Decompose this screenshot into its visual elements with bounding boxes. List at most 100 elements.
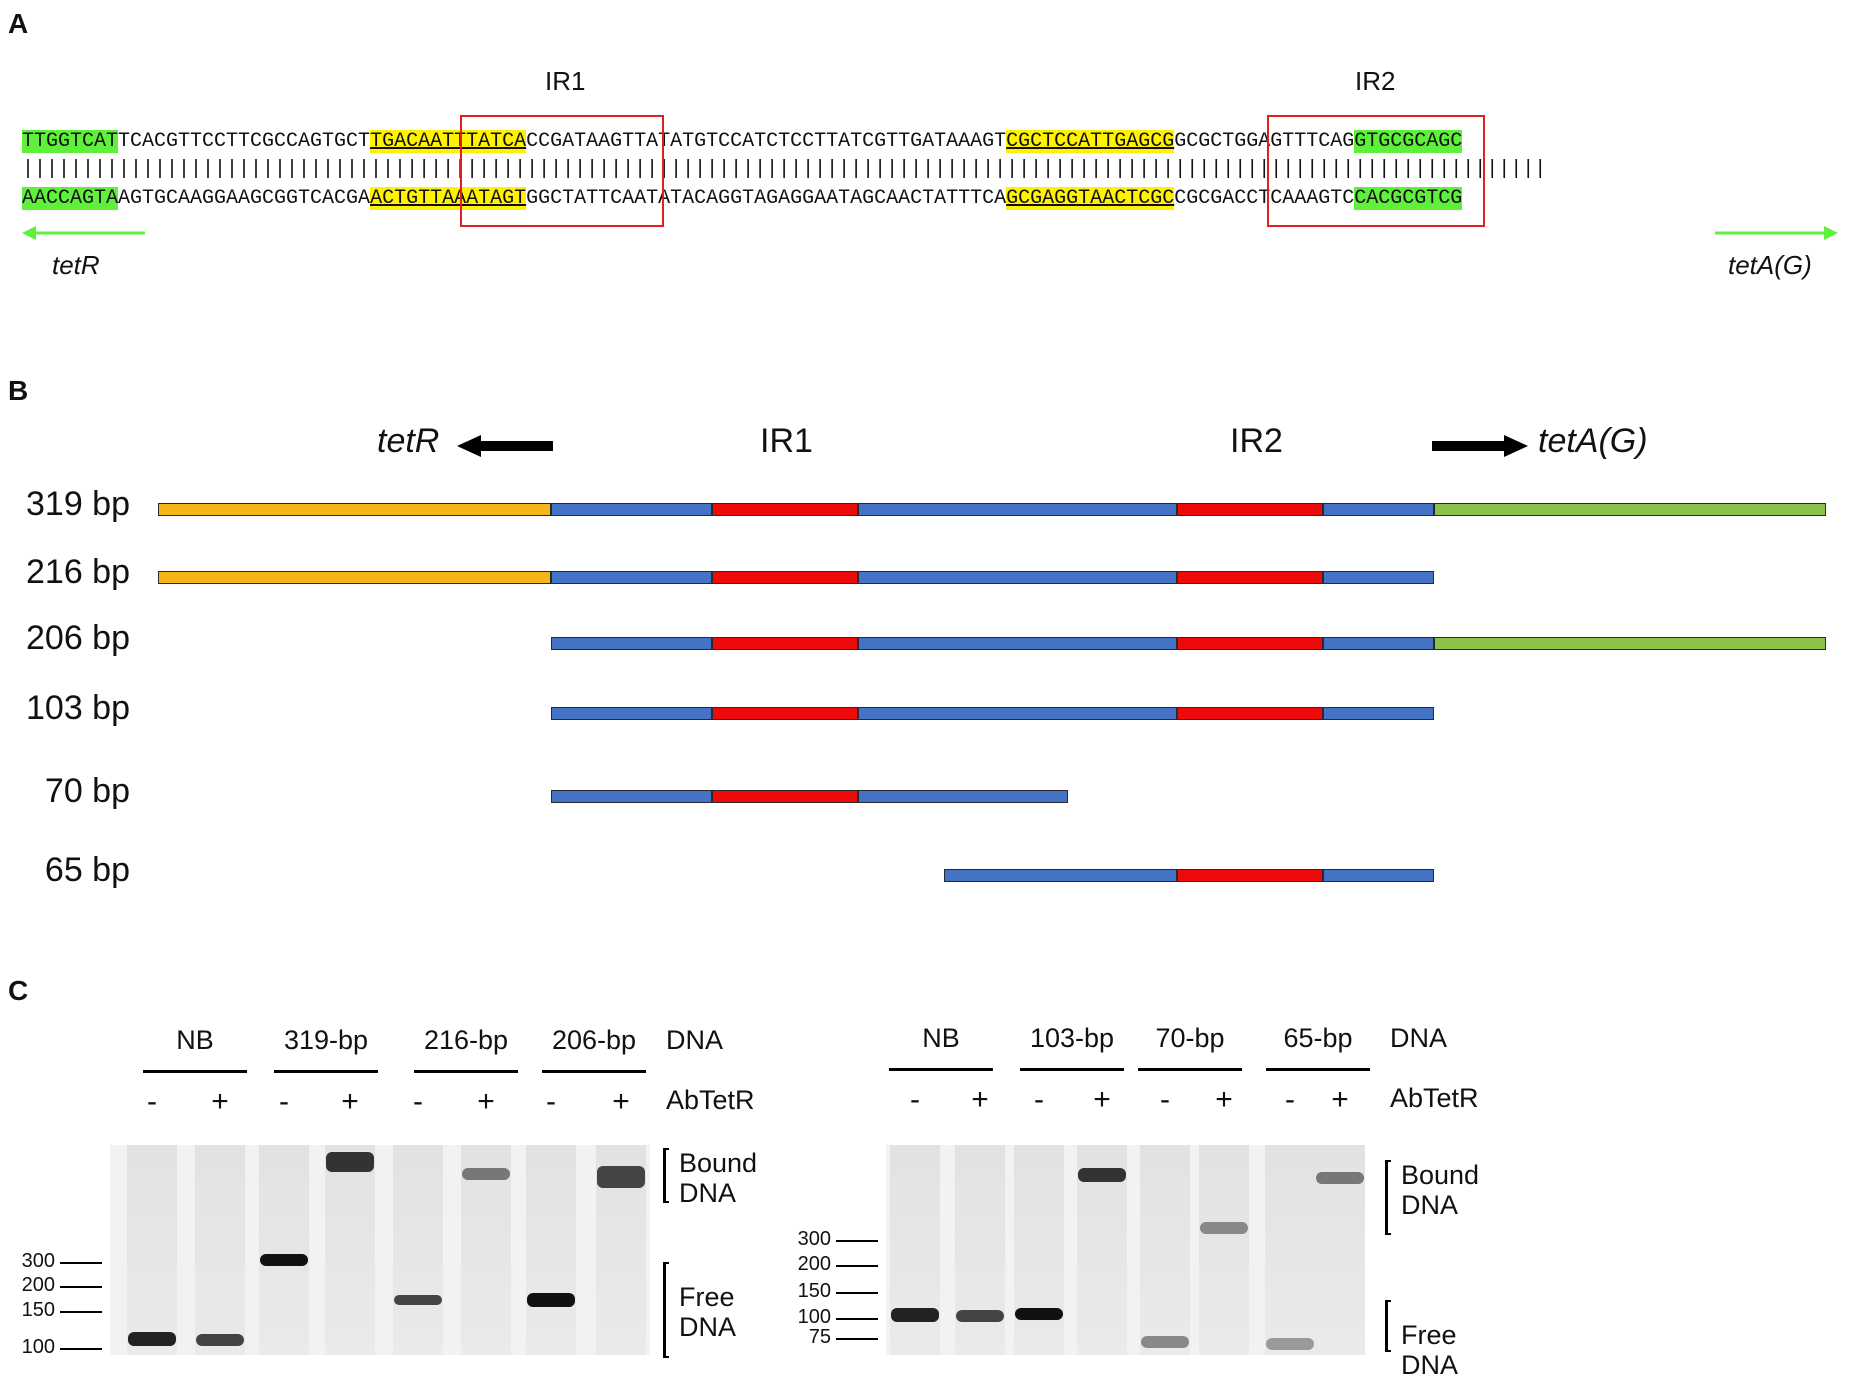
gel-band xyxy=(1141,1336,1189,1348)
gel-lane xyxy=(127,1145,177,1355)
strand-segment: CGCTCCATTGAGCG xyxy=(1006,130,1175,153)
gel-lane xyxy=(1140,1145,1190,1355)
strand-segment: AACCAGTA xyxy=(22,187,119,210)
lane-group-label: 70-bp xyxy=(1155,1023,1225,1053)
bound-dna-label: DNA xyxy=(679,1178,737,1208)
sign-plus: + xyxy=(477,1085,495,1118)
gel-band xyxy=(1078,1168,1126,1182)
strand-segment: TGACAATTTATCA xyxy=(370,130,527,153)
ir1-title: IR1 xyxy=(545,66,586,96)
gel-image xyxy=(886,1145,1365,1355)
gel-lane xyxy=(195,1145,245,1355)
ladder-label: 150 xyxy=(21,1299,55,1321)
fragment-segment-orange xyxy=(158,503,551,516)
top-strand: TTGGTCATTCACGTTCCTTCGCCAGTGCTTGACAATTTAT… xyxy=(22,130,1463,154)
fragment-segment-blue xyxy=(858,571,1177,584)
gel-band xyxy=(128,1332,176,1346)
fragment-segment-green xyxy=(1434,503,1826,516)
ladder-tick xyxy=(836,1318,878,1320)
strand-segment: CACGCGTCG xyxy=(1354,187,1463,210)
sign-minus: - xyxy=(147,1085,157,1118)
lane-group-label: 206-bp xyxy=(551,1025,637,1055)
fragment-segment-red xyxy=(1177,637,1323,650)
ladder-tick xyxy=(60,1348,102,1350)
tetr-green-arrow-icon xyxy=(22,226,145,240)
ir1-label-b: IR1 xyxy=(760,422,813,460)
sign-plus: + xyxy=(612,1085,630,1118)
fragment-segment-blue xyxy=(1323,503,1434,516)
gel-lane xyxy=(259,1145,309,1355)
sign-minus: - xyxy=(279,1085,289,1118)
gel-lane xyxy=(1265,1145,1315,1355)
fragment-segment-red xyxy=(712,637,858,650)
fragment-segment-blue xyxy=(858,503,1177,516)
gel-band xyxy=(956,1310,1004,1322)
sign-minus: - xyxy=(413,1085,423,1118)
fragment-segment-blue xyxy=(858,707,1177,720)
fragment-segment-green xyxy=(1434,637,1826,650)
tetr-label-b: tetR xyxy=(377,422,440,460)
panel-b-label: B xyxy=(8,375,29,406)
ir2-box xyxy=(1267,115,1485,227)
strand-segment: AGTGCAAGGAAGCGGTCACGA xyxy=(118,187,371,210)
strand-segment: CGCGACCTCAAAGTC xyxy=(1174,187,1355,210)
fragment-size-label: 319 bp xyxy=(26,485,130,523)
teta-black-arrow-icon xyxy=(1432,435,1528,457)
lane-group-label: 65-bp xyxy=(1283,1023,1353,1053)
fragment-size-label: 206 bp xyxy=(26,619,130,657)
lane-group-line xyxy=(274,1070,378,1073)
gel-lane xyxy=(393,1145,443,1355)
fragment-segment-blue xyxy=(858,637,1177,650)
gel-band xyxy=(394,1295,442,1305)
ladder-tick xyxy=(836,1240,878,1242)
teta-green-arrow-icon xyxy=(1715,226,1838,240)
bound-dna-label: Bound xyxy=(1401,1160,1480,1190)
pair-line: ||||||||||||||||||||||||||||||||||||||||… xyxy=(22,158,1547,181)
lane-group-line xyxy=(414,1070,518,1073)
sign-minus: - xyxy=(1034,1083,1044,1116)
lane-group-line xyxy=(143,1070,247,1073)
gel-band xyxy=(462,1168,510,1180)
panel-a-label: A xyxy=(8,8,29,39)
fragment-segment-red xyxy=(1177,503,1323,516)
ladder-label: 100 xyxy=(21,1336,55,1358)
fragment-size-label: 70 bp xyxy=(44,772,130,810)
fragment-segment-blue xyxy=(858,790,1068,803)
ladder-label: 300 xyxy=(21,1250,55,1272)
fragment-segment-blue xyxy=(551,503,712,516)
strand-segment: TCACGTTCCTTCGCCAGTGCT xyxy=(118,130,371,153)
fragment-segment-blue xyxy=(551,637,712,650)
gel-lane xyxy=(955,1145,1005,1355)
teta-label-a: tetA(G) xyxy=(1728,250,1812,280)
protein-label: AbTetR xyxy=(1390,1083,1479,1113)
ladder-tick xyxy=(60,1311,102,1313)
fragment-segment-blue xyxy=(551,571,712,584)
sign-plus: + xyxy=(1331,1083,1349,1116)
sign-plus: + xyxy=(341,1085,359,1118)
protein-label: AbTetR xyxy=(666,1085,755,1115)
bottom-strand: AACCAGTAAGTGCAAGGAAGCGGTCACGAACTGTTAAATA… xyxy=(22,187,1463,211)
sign-minus: - xyxy=(910,1083,920,1116)
free-dna-label: DNA xyxy=(1401,1350,1459,1380)
sign-minus: - xyxy=(1285,1083,1295,1116)
bound-bracket xyxy=(1385,1160,1391,1235)
sign-plus: + xyxy=(1215,1083,1233,1116)
strand-segment: CCGATAAGTTATATGTCCATCTCCTTATCGTTGATAAAGT xyxy=(526,130,1007,153)
gel-band xyxy=(196,1334,244,1346)
gel-lane xyxy=(325,1145,375,1355)
ir2-label-b: IR2 xyxy=(1230,422,1283,460)
teta-label-b: tetA(G) xyxy=(1538,422,1648,460)
gel-lane xyxy=(1014,1145,1064,1355)
ladder-label: 75 xyxy=(808,1326,831,1348)
sign-minus: - xyxy=(1160,1083,1170,1116)
gel-band xyxy=(326,1152,374,1172)
bound-bracket xyxy=(663,1148,669,1203)
fragment-segment-red xyxy=(712,571,858,584)
gel-lane xyxy=(890,1145,940,1355)
ladder-label: 100 xyxy=(797,1306,831,1328)
free-dna-label: Free xyxy=(679,1282,735,1312)
fragment-segment-blue xyxy=(944,869,1177,882)
gel-lane xyxy=(526,1145,576,1355)
lane-group-label: NB xyxy=(922,1023,960,1053)
bound-dna-label: DNA xyxy=(1401,1190,1459,1220)
